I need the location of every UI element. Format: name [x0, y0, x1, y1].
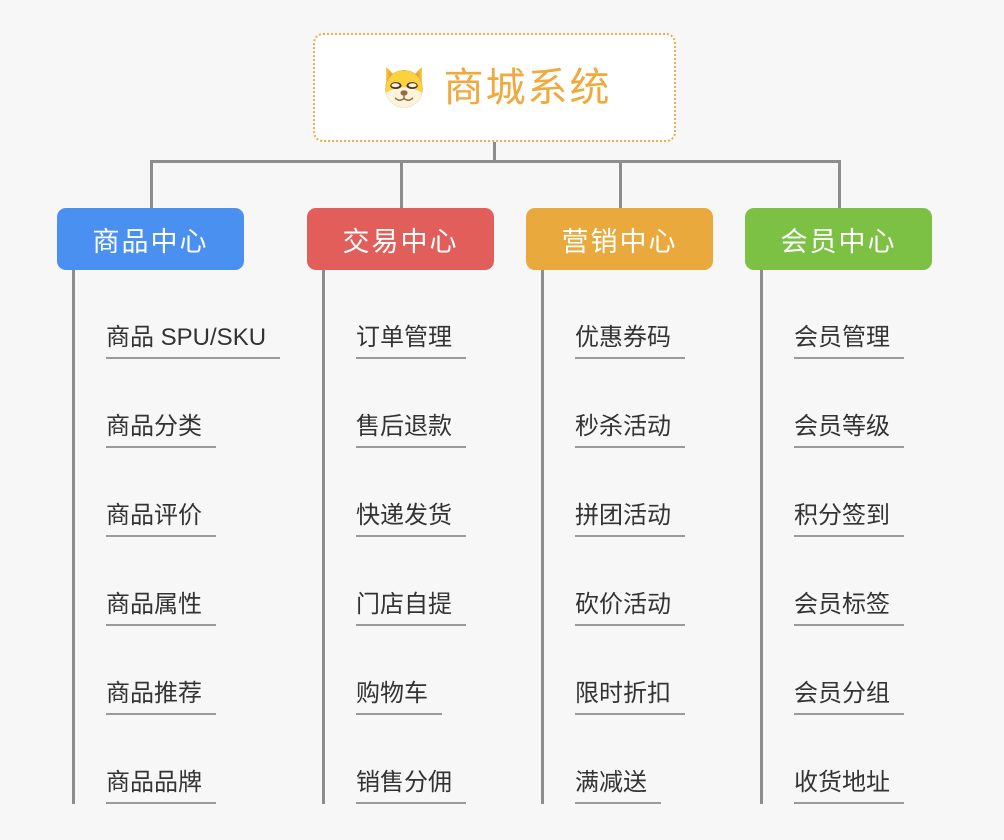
list-item[interactable]: 收货地址 — [763, 715, 932, 804]
branch-column-4: 会员中心 会员管理 会员等级 积分签到 会员标签 会员分组 收货地址 — [745, 208, 932, 804]
leaf-label: 商品分类 — [106, 413, 216, 448]
connector-drop-4 — [838, 160, 841, 208]
leaf-label: 限时折扣 — [575, 680, 685, 715]
branch-header-4[interactable]: 会员中心 — [745, 208, 932, 270]
branch-items-1: 商品 SPU/SKU 商品分类 商品评价 商品属性 商品推荐 商品品牌 — [72, 270, 281, 804]
root-node[interactable]: 商城系统 — [313, 33, 676, 142]
branch-items-3: 优惠券码 秒杀活动 拼团活动 砍价活动 限时折扣 满减送 — [541, 270, 713, 804]
branch-header-2[interactable]: 交易中心 — [307, 208, 494, 270]
branch-header-3[interactable]: 营销中心 — [526, 208, 713, 270]
list-item[interactable]: 砍价活动 — [544, 537, 713, 626]
connector-drop-1 — [150, 160, 153, 208]
branch-column-1: 商品中心 商品 SPU/SKU 商品分类 商品评价 商品属性 商品推荐 商品品牌 — [57, 208, 281, 804]
leaf-label: 秒杀活动 — [575, 413, 685, 448]
leaf-label: 商品推荐 — [106, 680, 216, 715]
leaf-label: 会员分组 — [794, 680, 904, 715]
leaf-label: 购物车 — [356, 680, 442, 715]
leaf-label: 订单管理 — [356, 324, 466, 359]
list-item[interactable]: 销售分佣 — [325, 715, 494, 804]
leaf-label: 会员标签 — [794, 591, 904, 626]
shiba-dog-icon — [384, 66, 423, 107]
leaf-label: 砍价活动 — [575, 591, 685, 626]
leaf-label: 门店自提 — [356, 591, 466, 626]
list-item[interactable]: 订单管理 — [325, 270, 494, 359]
leaf-label: 商品 SPU/SKU — [106, 324, 281, 359]
branch-header-1[interactable]: 商品中心 — [57, 208, 244, 270]
leaf-label: 会员等级 — [794, 413, 904, 448]
branch-items-2: 订单管理 售后退款 快递发货 门店自提 购物车 销售分佣 — [322, 270, 494, 804]
list-item[interactable]: 商品分类 — [75, 359, 280, 448]
leaf-label: 商品品牌 — [106, 769, 216, 804]
branch-header-label: 商品中心 — [92, 226, 209, 257]
root-title: 商城系统 — [443, 65, 612, 110]
list-item[interactable]: 商品属性 — [75, 537, 280, 626]
branch-column-2: 交易中心 订单管理 售后退款 快递发货 门店自提 购物车 销售分佣 — [307, 208, 494, 804]
branch-header-label: 营销中心 — [561, 226, 678, 257]
list-item[interactable]: 秒杀活动 — [544, 359, 713, 448]
list-item[interactable]: 商品 SPU/SKU — [75, 270, 281, 359]
branch-items-4: 会员管理 会员等级 积分签到 会员标签 会员分组 收货地址 — [760, 270, 932, 804]
list-item[interactable]: 限时折扣 — [544, 626, 713, 715]
list-item[interactable]: 商品评价 — [75, 448, 280, 537]
connector-drop-2 — [400, 160, 403, 208]
leaf-label: 销售分佣 — [356, 769, 466, 804]
list-item[interactable]: 门店自提 — [325, 537, 494, 626]
list-item[interactable]: 优惠券码 — [544, 270, 713, 359]
leaf-label: 积分签到 — [794, 502, 904, 537]
list-item[interactable]: 会员等级 — [763, 359, 932, 448]
leaf-label: 售后退款 — [356, 413, 466, 448]
connector-horizontal-bus — [150, 160, 841, 163]
list-item[interactable]: 拼团活动 — [544, 448, 713, 537]
list-item[interactable]: 购物车 — [325, 626, 494, 715]
list-item[interactable]: 会员标签 — [763, 537, 932, 626]
leaf-label: 快递发货 — [356, 502, 466, 537]
branch-header-label: 会员中心 — [780, 226, 897, 257]
list-item[interactable]: 满减送 — [544, 715, 713, 804]
list-item[interactable]: 会员分组 — [763, 626, 932, 715]
connector-root-stem — [493, 142, 496, 161]
list-item[interactable]: 会员管理 — [763, 270, 932, 359]
leaf-label: 收货地址 — [794, 769, 904, 804]
leaf-label: 商品属性 — [106, 591, 216, 626]
connector-drop-3 — [619, 160, 622, 208]
leaf-label: 会员管理 — [794, 324, 904, 359]
list-item[interactable]: 积分签到 — [763, 448, 932, 537]
list-item[interactable]: 商品推荐 — [75, 626, 280, 715]
list-item[interactable]: 售后退款 — [325, 359, 494, 448]
leaf-label: 优惠券码 — [575, 324, 685, 359]
branch-header-label: 交易中心 — [342, 226, 459, 257]
leaf-label: 拼团活动 — [575, 502, 685, 537]
leaf-label: 商品评价 — [106, 502, 216, 537]
branch-column-3: 营销中心 优惠券码 秒杀活动 拼团活动 砍价活动 限时折扣 满减送 — [526, 208, 713, 804]
list-item[interactable]: 商品品牌 — [75, 715, 280, 804]
list-item[interactable]: 快递发货 — [325, 448, 494, 537]
leaf-label: 满减送 — [575, 769, 661, 804]
